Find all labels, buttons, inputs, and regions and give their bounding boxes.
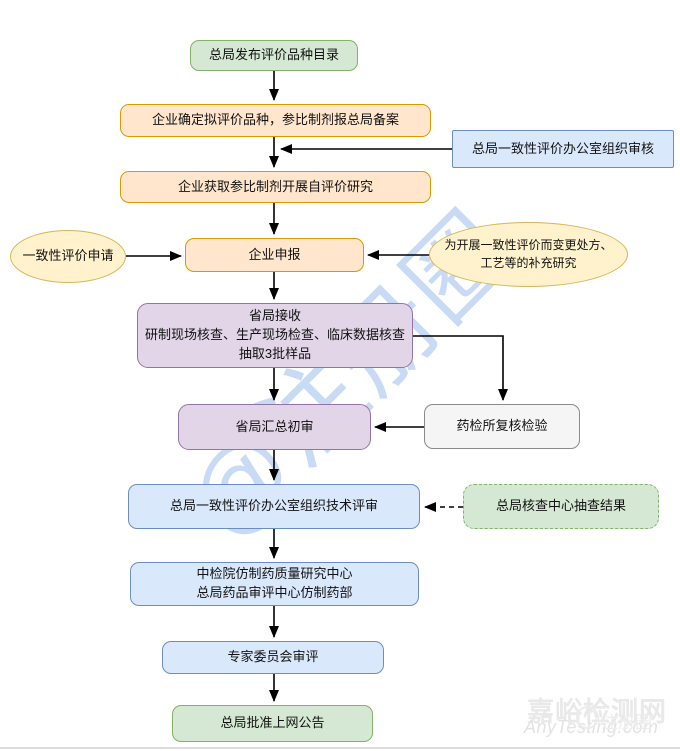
centers-line-2: 总局药品审评中心仿制药部: [196, 585, 353, 600]
node-enterprise-declare: 企业申报: [185, 238, 364, 272]
node-approval-announce: 总局批准上网公告: [172, 705, 373, 742]
node-office-review: 总局一致性评价办公室组织审核: [452, 130, 674, 168]
node-spot-check-result: 总局核查中心抽查结果: [463, 484, 659, 529]
node-expert-committee: 专家委员会审评: [162, 641, 384, 674]
province-receive-line-3: 抽取3批样品: [238, 345, 312, 361]
supplement-line-2: 工艺等的补充研究: [480, 255, 577, 270]
centers-line-1: 中检院仿制药质量研究中心: [196, 566, 353, 582]
brand-watermark: 注册圈: [601, 713, 652, 732]
node-record-filing: 企业确定拟评价品种，参比制剂报总局备案: [120, 104, 431, 137]
node-tech-review: 总局一致性评价办公室组织技术评审: [128, 484, 420, 529]
node-review-centers: 中检院仿制药质量研究中心 总局药品审评中心仿制药部: [130, 562, 419, 606]
brand-logo-icon: [576, 706, 599, 729]
node-catalog: 总局发布评价品种目录: [190, 40, 358, 71]
node-self-study: 企业获取参比制剂开展自评价研究: [120, 171, 431, 203]
node-lab-test: 药检所复核检验: [424, 404, 580, 449]
province-receive-line-1: 省局接收: [248, 308, 301, 324]
province-receive-line-2: 研制现场核查、生产现场检查、临床数据核查: [144, 327, 405, 343]
node-province-receive: 省局接收 研制现场核查、生产现场检查、临床数据核查 抽取3批样品: [137, 303, 413, 368]
node-province-review: 省局汇总初审: [178, 404, 371, 450]
supplement-line-1: 为开展一致性评价而变更处方、: [444, 238, 613, 253]
bottom-divider: [0, 747, 680, 749]
node-application-ellipse: 一致性评价申请: [10, 230, 126, 283]
node-supplement-ellipse: 为开展一致性评价而变更处方、 工艺等的补充研究: [429, 222, 628, 287]
